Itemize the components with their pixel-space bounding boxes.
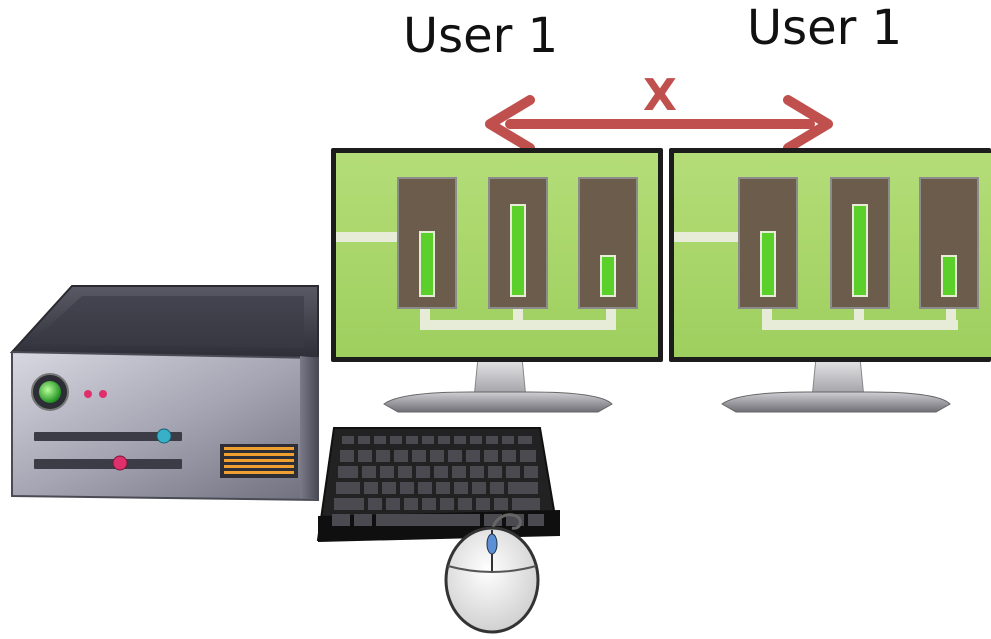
server-tower-icon [9,285,319,502]
double-headed-arrow-icon [485,95,833,153]
left-monitor-icon [331,148,663,413]
keyboard-icon [316,427,560,542]
right-monitor-icon [669,148,991,413]
vent-grill [220,444,298,478]
left-user-label: User 1 [403,8,559,64]
right-user-label: User 1 [747,0,903,56]
mouse-icon [444,513,540,634]
separator-x-label: X [643,70,677,121]
